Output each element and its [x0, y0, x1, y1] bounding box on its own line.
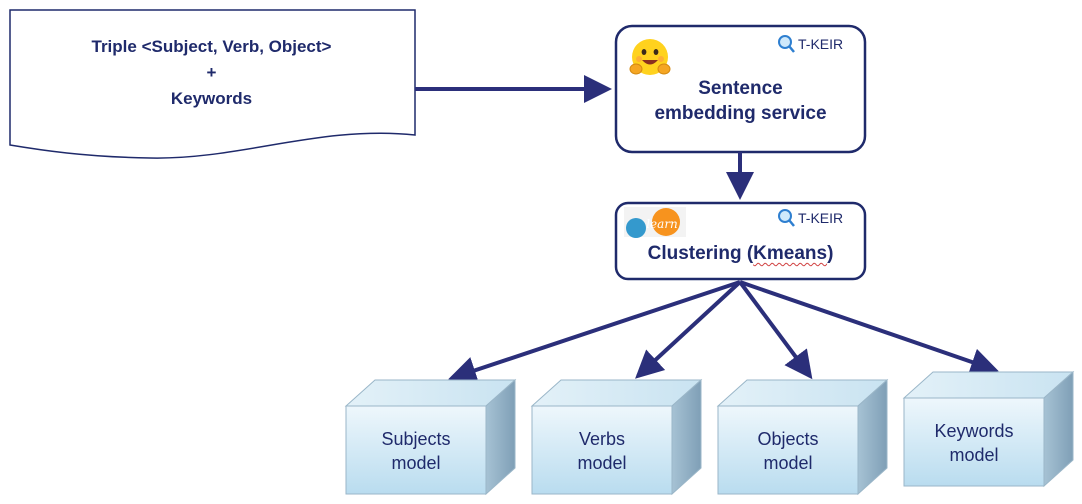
subjects-model-line-2: model [391, 453, 441, 473]
clustering-label: Clustering (Kmeans) [616, 241, 865, 266]
arrow-clustering-to-subjects [448, 280, 741, 384]
input-document-shape [9, 9, 416, 159]
scikit-learn-logo-text: learn [646, 217, 678, 231]
subjects-model-line-1: Subjects [381, 429, 451, 449]
clustering-label-kmeans: Kmeans [753, 243, 828, 264]
keywords-model-line-1: Keywords [934, 421, 1014, 441]
cube-subjects [344, 378, 517, 496]
arrow-clustering-to-objects [738, 280, 813, 380]
keywords-model-line-2: model [949, 445, 999, 465]
clustering-label-prefix: Clustering ( [647, 243, 754, 264]
clustering-tkeir-badge: T-KEIR [777, 208, 843, 228]
verbs-model-line-1: Verbs [578, 429, 626, 449]
arrow-clustering-to-keywords [739, 280, 999, 376]
hugging-face-emoji-icon [629, 39, 671, 75]
embedding-tkeir-badge: T-KEIR [777, 34, 843, 54]
cube-objects [716, 378, 889, 496]
objects-model-line-1: Objects [757, 429, 819, 449]
objects-model-line-2: model [763, 453, 813, 473]
embedding-service-line-1: Sentence [698, 78, 783, 99]
tkeir-magnifier-icon [778, 209, 795, 227]
objects-model-label: Objects model [718, 427, 858, 475]
embedding-tkeir-label: T-KEIR [798, 36, 844, 52]
input-document-line-2: + [206, 63, 217, 82]
embedding-service-line-2: embedding service [654, 103, 827, 124]
subjects-model-label: Subjects model [346, 427, 486, 475]
cube-keywords [902, 370, 1075, 488]
scikit-learn-logo-icon: learn [624, 207, 686, 238]
arrow-clustering-to-verbs [635, 280, 742, 379]
input-document-line-3: Keywords [170, 89, 253, 108]
cube-verbs [530, 378, 703, 496]
clustering-tkeir-label: T-KEIR [798, 210, 844, 226]
verbs-model-line-2: model [577, 453, 627, 473]
keywords-model-label: Keywords model [904, 419, 1044, 467]
verbs-model-label: Verbs model [532, 427, 672, 475]
input-document-line-1: Triple <Subject, Verb, Object> [91, 37, 332, 56]
clustering-label-suffix: ) [827, 243, 834, 264]
embedding-service-label: Sentence embedding service [616, 76, 865, 126]
tkeir-magnifier-icon [778, 35, 795, 53]
input-document-text: Triple <Subject, Verb, Object> + Keyword… [10, 34, 413, 112]
